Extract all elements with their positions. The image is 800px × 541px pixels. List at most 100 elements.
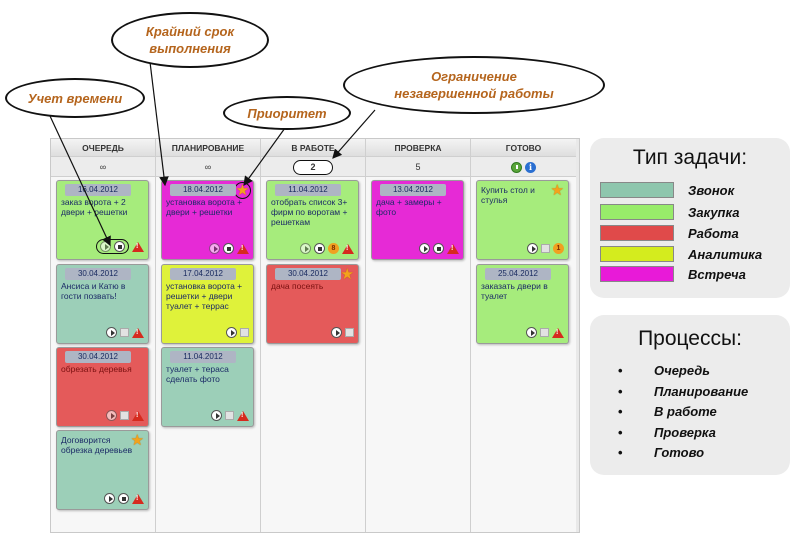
task-card[interactable]: 16.04.2012 заказ ворота + 2 двери + реше… bbox=[56, 180, 149, 260]
task-types-panel: Тип задачи: Звонок Закупка Работа Аналит… bbox=[590, 138, 790, 298]
play-icon[interactable] bbox=[331, 327, 342, 338]
color-swatch bbox=[600, 246, 674, 262]
column-title: В РАБОТЕ bbox=[261, 139, 365, 157]
card-text: Договорится обрезка деревьев bbox=[61, 435, 133, 455]
column-wip-limit: ∞ bbox=[51, 157, 155, 177]
stop-icon[interactable] bbox=[120, 328, 129, 337]
card-controls: 1 bbox=[527, 243, 564, 254]
stop-icon[interactable] bbox=[114, 241, 125, 252]
info-icon[interactable]: i bbox=[525, 162, 536, 174]
warning-icon bbox=[237, 410, 249, 421]
card-deadline: 25.04.2012 bbox=[485, 268, 551, 280]
task-card[interactable]: 25.04.2012 заказать двери в туалет bbox=[476, 264, 569, 344]
play-icon[interactable] bbox=[106, 410, 117, 421]
stop-icon[interactable] bbox=[225, 411, 234, 420]
clock-icon[interactable] bbox=[511, 162, 522, 174]
task-card[interactable]: 30.04.2012 Ансиса и Катю в гости позвать… bbox=[56, 264, 149, 344]
stop-icon[interactable] bbox=[120, 411, 129, 420]
play-icon[interactable] bbox=[209, 243, 220, 254]
star-icon[interactable]: ★ bbox=[130, 431, 144, 449]
color-swatch bbox=[600, 182, 674, 198]
star-icon[interactable]: ★ bbox=[550, 181, 564, 199]
task-card[interactable]: ★ 30.04.2012 дача посеять bbox=[266, 264, 359, 344]
stop-icon[interactable] bbox=[540, 328, 549, 337]
card-controls bbox=[526, 327, 564, 338]
star-icon[interactable]: ★ bbox=[340, 265, 354, 283]
card-controls bbox=[96, 239, 144, 254]
play-icon[interactable] bbox=[300, 243, 311, 254]
legend-label: Встреча bbox=[688, 266, 746, 282]
legend-label: Работа bbox=[688, 225, 739, 241]
stop-icon[interactable] bbox=[240, 328, 249, 337]
stop-icon[interactable] bbox=[345, 328, 354, 337]
process-item: В работе bbox=[618, 402, 748, 423]
legend-item: Аналитика bbox=[600, 246, 762, 262]
card-text: заказать двери в туалет bbox=[481, 281, 548, 301]
task-card[interactable]: 11.04.2012 отобрать список 3+ фирм по во… bbox=[266, 180, 359, 260]
play-icon[interactable] bbox=[100, 241, 111, 252]
play-icon[interactable] bbox=[106, 327, 117, 338]
column-wip-limit: i bbox=[471, 157, 576, 177]
stop-icon[interactable] bbox=[433, 243, 444, 254]
play-icon[interactable] bbox=[527, 243, 538, 254]
stop-icon[interactable] bbox=[541, 244, 550, 253]
column-icons: i bbox=[511, 162, 536, 174]
task-card[interactable]: 30.04.2012 обрезать деревья bbox=[56, 347, 149, 427]
play-icon[interactable] bbox=[419, 243, 430, 254]
column-body: 16.04.2012 заказ ворота + 2 двери + реше… bbox=[51, 177, 155, 532]
stop-icon[interactable] bbox=[118, 493, 129, 504]
column-title: ПРОВЕРКА bbox=[366, 139, 470, 157]
card-controls bbox=[211, 410, 249, 421]
column-review: ПРОВЕРКА 5 13.04.2012 дача + замеры + фо… bbox=[366, 139, 471, 532]
column-title: ГОТОВО bbox=[471, 139, 576, 157]
column-done: ГОТОВО i ★ Купить стол и стулья 1 25.04.… bbox=[471, 139, 576, 532]
column-body: 11.04.2012 отобрать список 3+ фирм по во… bbox=[261, 177, 365, 532]
card-deadline: 17.04.2012 bbox=[170, 268, 236, 280]
kanban-board: ОЧЕРЕДЬ ∞ 16.04.2012 заказ ворота + 2 дв… bbox=[50, 138, 580, 533]
task-card[interactable]: ★ Договорится обрезка деревьев bbox=[56, 430, 149, 510]
process-item: Готово bbox=[618, 443, 748, 464]
wip-limit-value: ∞ bbox=[204, 162, 212, 172]
card-deadline: 30.04.2012 bbox=[275, 268, 341, 280]
warning-icon bbox=[447, 243, 459, 254]
card-text: дача + замеры + фото bbox=[376, 197, 442, 217]
column-body: 13.04.2012 дача + замеры + фото bbox=[366, 177, 470, 532]
task-card[interactable]: 13.04.2012 дача + замеры + фото bbox=[371, 180, 464, 260]
callout-priority: Приоритет bbox=[223, 96, 351, 130]
wip-limit-value: 2 bbox=[293, 160, 333, 175]
wip-limit-value: 5 bbox=[415, 162, 421, 172]
card-controls bbox=[106, 410, 144, 421]
column-queue: ОЧЕРЕДЬ ∞ 16.04.2012 заказ ворота + 2 дв… bbox=[51, 139, 156, 532]
warning-icon bbox=[237, 243, 249, 254]
column-wip-limit: 5 bbox=[366, 157, 470, 177]
task-card[interactable]: 17.04.2012 установка ворота + решетки + … bbox=[161, 264, 254, 344]
processes-panel: Процессы: Очередь Планирование В работе … bbox=[590, 315, 790, 475]
callout-time-tracking: Учет времени bbox=[5, 78, 145, 118]
card-text: установка ворота + двери + решетки bbox=[166, 197, 243, 217]
legend-label: Звонок bbox=[688, 182, 735, 198]
task-card[interactable]: 11.04.2012 туалет + тераса сделать фото bbox=[161, 347, 254, 427]
legend-label: Аналитика bbox=[688, 246, 763, 262]
legend-item: Работа bbox=[600, 225, 739, 241]
time-tracking-controls bbox=[96, 239, 129, 254]
card-controls: 8 bbox=[300, 243, 354, 254]
process-item: Очередь bbox=[618, 361, 748, 382]
card-text: Купить стол и стулья bbox=[481, 185, 535, 205]
process-item: Проверка bbox=[618, 423, 748, 444]
play-icon[interactable] bbox=[104, 493, 115, 504]
card-controls bbox=[419, 243, 459, 254]
callout-wip-limit: Ограничение незавершенной работы bbox=[343, 56, 605, 114]
column-planning: ПЛАНИРОВАНИЕ ∞ ★ 18.04.2012 установка во… bbox=[156, 139, 261, 532]
panel-title: Тип задачи: bbox=[632, 146, 748, 169]
task-card[interactable]: ★ Купить стол и стулья 1 bbox=[476, 180, 569, 260]
play-icon[interactable] bbox=[211, 410, 222, 421]
warning-icon bbox=[132, 241, 144, 252]
play-icon[interactable] bbox=[526, 327, 537, 338]
column-title: ПЛАНИРОВАНИЕ bbox=[156, 139, 260, 157]
color-swatch bbox=[600, 204, 674, 220]
stop-icon[interactable] bbox=[314, 243, 325, 254]
card-deadline: 30.04.2012 bbox=[65, 268, 131, 280]
stop-icon[interactable] bbox=[223, 243, 234, 254]
task-card[interactable]: ★ 18.04.2012 установка ворота + двери + … bbox=[161, 180, 254, 260]
play-icon[interactable] bbox=[226, 327, 237, 338]
